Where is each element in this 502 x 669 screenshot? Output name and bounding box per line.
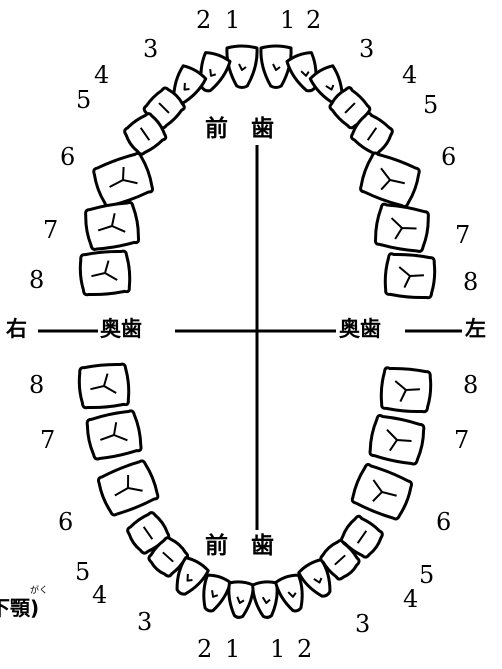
upper-left-5: 5 xyxy=(423,93,438,117)
left-molars-label: 奥歯 xyxy=(339,319,381,340)
upper-tooth-r8 xyxy=(79,250,131,296)
upper-tooth-l8 xyxy=(384,253,436,299)
upper-right-2: 2 xyxy=(196,8,211,32)
lower-tooth-l6 xyxy=(350,463,415,522)
upper-right-4: 4 xyxy=(94,63,109,87)
upper-right-5: 5 xyxy=(76,88,91,112)
upper-tooth-r7 xyxy=(83,201,141,251)
upper-tooth-r6 xyxy=(91,151,155,209)
lower-left-7: 7 xyxy=(454,428,469,452)
upper-right-8: 8 xyxy=(29,268,44,292)
upper-left-6: 6 xyxy=(441,145,456,169)
right-molars-label: 奥歯 xyxy=(100,319,142,340)
lower-right-2: 2 xyxy=(197,637,212,661)
lower-jaw-label: 下顎) xyxy=(0,598,39,618)
lower-right-5: 5 xyxy=(75,560,90,584)
lower-tooth-l7 xyxy=(368,414,427,466)
lower-right-3: 3 xyxy=(137,610,152,634)
lower-left-2: 2 xyxy=(297,637,312,661)
left-side-label: 左 xyxy=(465,319,486,340)
upper-tooth-r1 xyxy=(227,46,257,88)
upper-left-1: 1 xyxy=(280,8,295,32)
lower-left-1: 1 xyxy=(270,637,285,661)
right-side-label: 右 xyxy=(6,319,27,340)
lower-right-1: 1 xyxy=(225,637,240,661)
lower-left-5: 5 xyxy=(419,563,434,587)
upper-tooth-l1 xyxy=(261,46,291,88)
upper-left-7: 7 xyxy=(455,223,470,247)
lower-left-3: 3 xyxy=(355,612,370,636)
lower-tooth-r7 xyxy=(85,409,144,461)
lower-right-7: 7 xyxy=(40,428,55,452)
upper-right-6: 6 xyxy=(60,145,75,169)
lower-right-8: 8 xyxy=(29,373,44,397)
upper-front-teeth-label: 前 歯 xyxy=(205,118,274,141)
lower-tooth-l8 xyxy=(380,367,432,413)
lower-front-teeth-label: 前 歯 xyxy=(205,535,274,558)
lower-tooth-r8 xyxy=(78,363,130,409)
upper-left-2: 2 xyxy=(306,8,321,32)
lower-left-4: 4 xyxy=(403,587,418,611)
lower-right-4: 4 xyxy=(92,583,107,607)
lower-tooth-r6 xyxy=(96,459,161,518)
upper-left-4: 4 xyxy=(402,63,417,87)
lower-left-6: 6 xyxy=(436,510,451,534)
upper-right-3: 3 xyxy=(143,37,158,61)
lower-right-6: 6 xyxy=(58,510,73,534)
upper-right-7: 7 xyxy=(43,218,58,242)
upper-tooth-l7 xyxy=(373,203,431,253)
upper-left-3: 3 xyxy=(359,37,374,61)
lower-tooth-r1 xyxy=(226,581,253,618)
jaw-ruby: がく xyxy=(30,587,48,596)
upper-right-1: 1 xyxy=(225,8,240,32)
upper-tooth-l6 xyxy=(358,151,422,209)
upper-left-8: 8 xyxy=(463,270,478,294)
lower-left-8: 8 xyxy=(463,373,478,397)
